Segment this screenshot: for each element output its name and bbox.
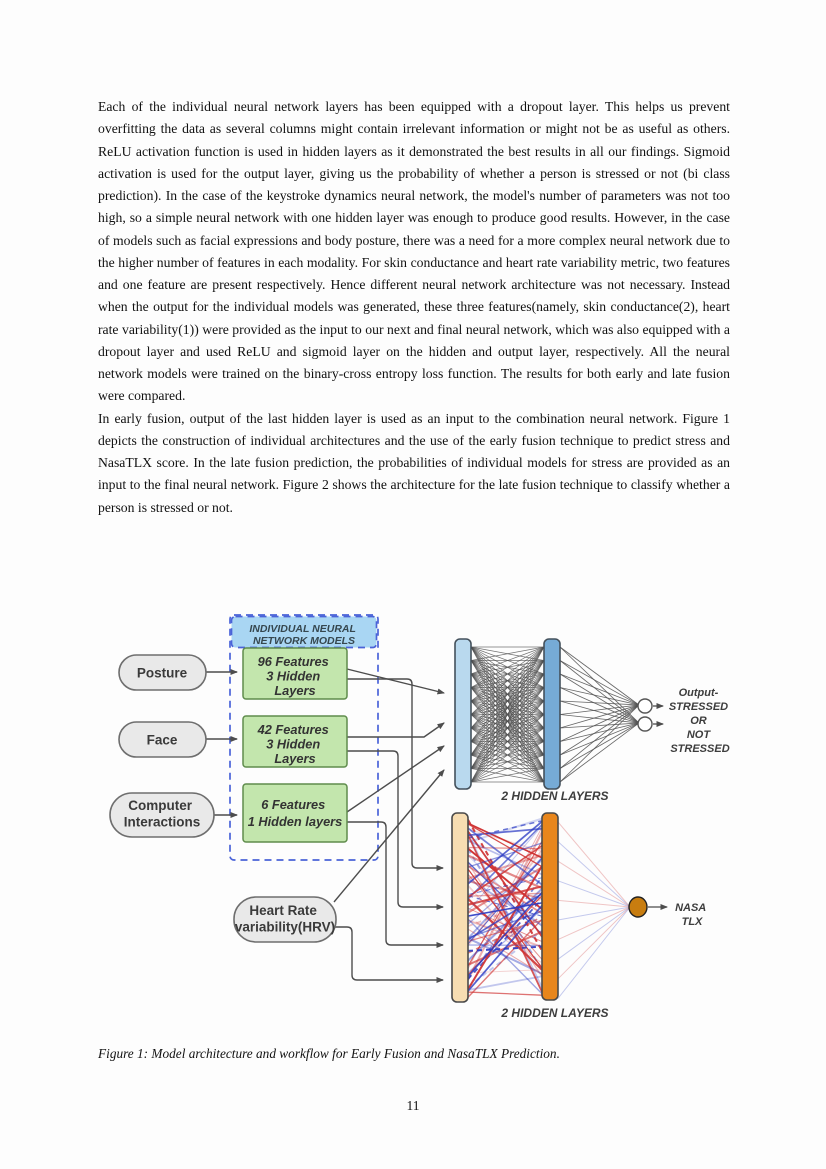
computer-interactions-pill-label: Computer Interactions bbox=[124, 798, 201, 830]
nasa-output-node bbox=[628, 896, 648, 918]
arrow-model1-to-nasa-net bbox=[347, 678, 444, 871]
figure-caption: Figure 1: Model architecture and workflo… bbox=[98, 1046, 560, 1061]
posture-pill bbox=[118, 654, 207, 691]
computer-interactions-pill bbox=[109, 792, 215, 838]
arrow-hrv-to-nasa-net bbox=[335, 926, 444, 983]
stress-output-fan-lines bbox=[559, 646, 640, 783]
model-box-posture bbox=[242, 647, 348, 700]
arrow-hrv-to-stress-net bbox=[333, 769, 445, 903]
stress-hidden-layers-label: 2 HIDDEN LAYERS bbox=[500, 789, 608, 803]
hrv-pill bbox=[233, 896, 337, 943]
arrow-model1-to-stress-net bbox=[346, 668, 445, 695]
model-box-face bbox=[242, 715, 348, 768]
stress-output-arrows bbox=[653, 703, 664, 727]
output-node-stressed bbox=[637, 698, 653, 714]
nasa-hidden-layer-2 bbox=[541, 812, 559, 1001]
connector-arrows bbox=[206, 668, 445, 983]
body-text: Each of the individual neural network la… bbox=[98, 96, 730, 519]
paragraph-2: In early fusion, output of the last hidd… bbox=[98, 410, 730, 515]
model-box-posture-label: 96 Features 3 Hidden Layers bbox=[258, 654, 333, 698]
stress-hidden-layer-2 bbox=[543, 638, 561, 790]
page-number: 11 bbox=[406, 1098, 420, 1113]
face-pill-label: Face bbox=[147, 733, 178, 748]
arrow-model3-to-stress-net bbox=[346, 745, 445, 813]
nasa-hidden-layers-label: 2 HIDDEN LAYERS bbox=[500, 1006, 608, 1020]
model-box-face-label: 42 Features 3 Hidden Layers bbox=[257, 722, 333, 766]
model-box-computer-label: 6 Features 1 Hidden layers bbox=[248, 797, 343, 829]
paragraph-1: Each of the individual neural network la… bbox=[98, 99, 730, 404]
nasa-hidden-layer-1 bbox=[451, 812, 469, 1003]
nasa-output-label: NASA TLX bbox=[675, 902, 709, 928]
group-box-title: INDIVIDUAL NEURAL NETWORK MODELS bbox=[249, 623, 358, 647]
stress-hidden-layer-1 bbox=[454, 638, 472, 790]
face-pill bbox=[118, 721, 207, 758]
nasa-mesh-lines bbox=[467, 817, 543, 998]
nasa-output-fan-lines bbox=[557, 821, 631, 999]
arrow-model3-to-nasa-net bbox=[347, 821, 444, 948]
arrow-model2-to-nasa-net bbox=[347, 750, 444, 910]
posture-pill-label: Posture bbox=[137, 666, 188, 681]
stress-output-label: Output- STRESSED OR NOT STRESSED bbox=[669, 687, 731, 755]
output-node-not-stressed bbox=[637, 716, 653, 732]
stress-mesh-lines bbox=[470, 646, 545, 783]
hrv-pill-label: Heart Rate variability(HRV) bbox=[235, 903, 335, 935]
arrow-model2-to-stress-net bbox=[347, 722, 445, 738]
model-box-computer bbox=[242, 783, 348, 843]
